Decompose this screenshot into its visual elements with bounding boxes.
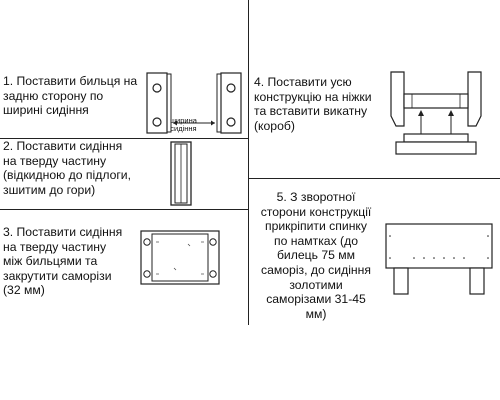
step-2-seat-diagram: [170, 141, 192, 206]
step-1-armrests-diagram: [146, 72, 242, 134]
step-4-legs-diagram: [390, 71, 482, 155]
divider-right: [249, 178, 500, 179]
step-5-text: 5. З зворотної сторони конструкції прикр…: [260, 190, 372, 321]
step-3-assembly-diagram: [140, 230, 220, 285]
divider-left-1: [0, 138, 249, 139]
step-2-text: 2. Поставити сидіння на тверду частину (…: [3, 139, 131, 197]
step-1-annotation: ширина сидіння: [170, 116, 197, 133]
step-4-text: 4. Поставити усю конструкцію на ніжки та…: [254, 75, 372, 133]
divider-left-2: [0, 209, 249, 210]
step-1-text: 1. Поставити бильця на задню сторону по …: [3, 74, 138, 118]
divider-vertical: [248, 0, 249, 325]
step-3-text: 3. Поставити сидіння на тверду частину м…: [3, 225, 123, 298]
step-5-backrest-diagram: [385, 223, 493, 295]
